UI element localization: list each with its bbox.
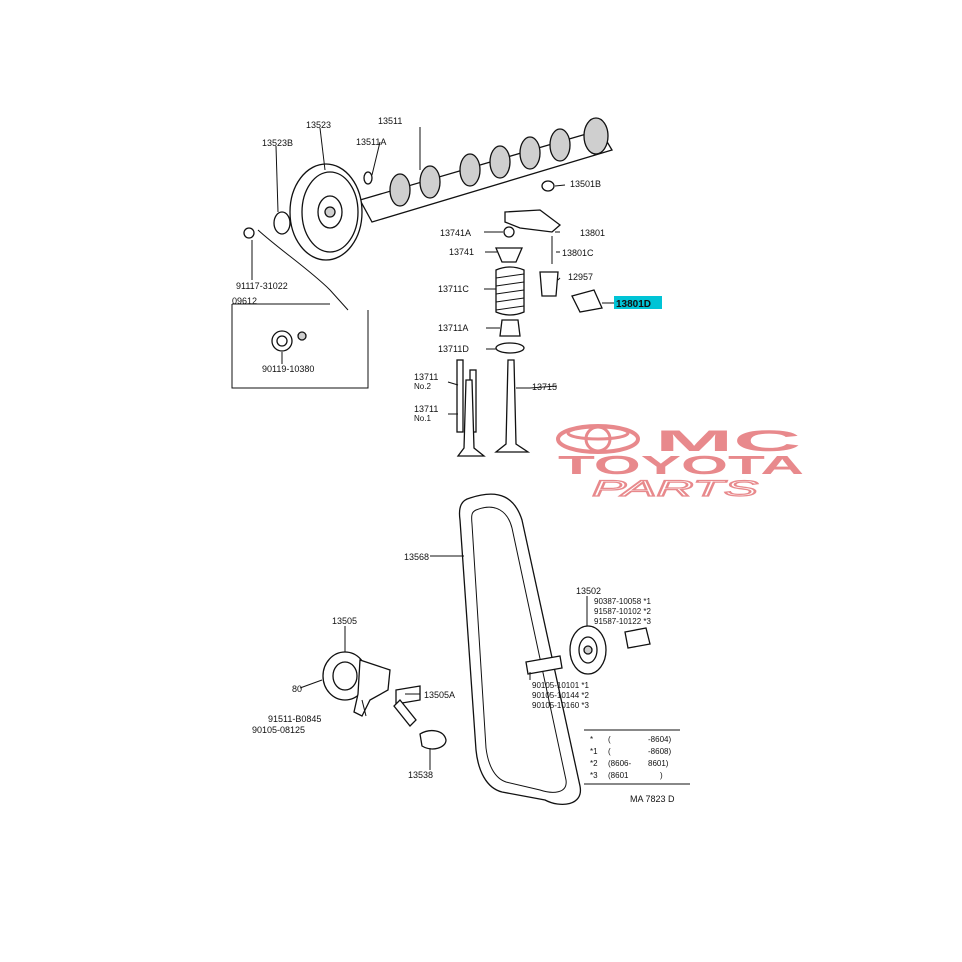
label-13711c: 13711C bbox=[438, 284, 469, 294]
label-13511a: 13511A bbox=[356, 137, 386, 147]
note-row-1-val: -8608) bbox=[648, 747, 671, 756]
watermark-parts: PARTS bbox=[592, 476, 759, 501]
note-table-frame bbox=[584, 729, 690, 785]
label-13711d: 13711D bbox=[438, 344, 469, 354]
rocker-arm bbox=[504, 209, 562, 233]
intake-valve bbox=[456, 379, 486, 457]
spring-seat bbox=[495, 342, 525, 354]
exhaust-valve bbox=[494, 359, 531, 453]
note-row-0-open: ( bbox=[608, 735, 611, 744]
washer-part bbox=[273, 211, 291, 235]
label-90119: 90119-10380 bbox=[262, 364, 314, 374]
label-13523: 13523 bbox=[306, 120, 331, 130]
highlight-13801d bbox=[614, 296, 662, 309]
valve-spring bbox=[495, 266, 525, 316]
label-90105-10144: 90105-10144 *2 bbox=[532, 691, 589, 700]
tensioner-pulley bbox=[525, 625, 651, 675]
label-13711a: 13711A bbox=[438, 323, 468, 333]
label-13711-no2-sub: No.2 bbox=[414, 382, 431, 391]
note-row-2-val: 8601) bbox=[648, 759, 669, 768]
label-91587-10122: 91587-10122 *3 bbox=[594, 617, 651, 626]
note-row-0-val: -8604) bbox=[648, 735, 671, 744]
idler-pulley bbox=[322, 651, 391, 717]
label-13523b: 13523B bbox=[262, 138, 293, 148]
label-13801: 13801 bbox=[580, 228, 605, 238]
label-13511: 13511 bbox=[378, 116, 402, 126]
label-91511: 91511-B0845 bbox=[268, 714, 321, 724]
watermark-toyota: TOYOTA bbox=[558, 450, 805, 480]
label-90387: 90387-10058 *1 bbox=[594, 597, 651, 606]
label-13741a: 13741A bbox=[440, 228, 471, 238]
label-90105-10160: 90105-10160 *3 bbox=[532, 701, 589, 710]
timing-belt bbox=[458, 493, 581, 806]
label-80: 80 bbox=[292, 684, 302, 694]
label-13741: 13741 bbox=[449, 247, 474, 257]
note-row-0-key: * bbox=[590, 735, 593, 744]
note-row-1-key: *1 bbox=[590, 747, 598, 756]
note-row-3-val: ) bbox=[660, 771, 663, 780]
cam-sprocket bbox=[289, 163, 363, 261]
note-row-2-key: *2 bbox=[590, 759, 598, 768]
toyota-emblem-icon bbox=[556, 424, 640, 454]
note-row-2-open: (8606- bbox=[608, 759, 631, 768]
inset-box bbox=[231, 303, 369, 389]
label-13505: 13505 bbox=[332, 616, 357, 626]
pivot-part bbox=[539, 271, 559, 297]
note-table: * ( -8604) *1 ( -8608) *2 (8606- 8601) *… bbox=[590, 735, 671, 780]
label-12957: 12957 bbox=[568, 272, 593, 282]
watermark-logo: MC TOYOTA PARTS bbox=[556, 424, 805, 502]
valve-seal bbox=[499, 319, 521, 337]
label-13505a: 13505A bbox=[424, 690, 455, 700]
note-row-1-open: ( bbox=[608, 747, 611, 756]
tension-bolt bbox=[393, 699, 447, 750]
watermark-mc: MC bbox=[655, 425, 801, 458]
label-91117: 91117-31022 bbox=[236, 281, 288, 291]
label-09612: 09612 bbox=[232, 296, 257, 306]
label-13801d: 13801D bbox=[616, 299, 651, 310]
label-13801c: 13801C bbox=[562, 248, 594, 258]
cam-bearing-part bbox=[541, 180, 555, 192]
label-13538: 13538 bbox=[408, 770, 433, 780]
label-13502: 13502 bbox=[576, 586, 601, 596]
rocker-part-d bbox=[571, 289, 603, 313]
tension-spring bbox=[395, 685, 421, 705]
camshaft bbox=[359, 117, 613, 223]
label-13711-no1: 13711 bbox=[414, 404, 438, 414]
label-13568: 13568 bbox=[404, 552, 429, 562]
diagram-code: MA 7823 D bbox=[630, 794, 675, 804]
label-13711-no1-sub: No.1 bbox=[414, 414, 431, 423]
part-labels: 13523 13511 13523B 13511A 13501B 13741A … bbox=[232, 116, 662, 780]
label-13715: 13715 bbox=[532, 382, 557, 392]
note-row-3-key: *3 bbox=[590, 771, 598, 780]
label-90105-08125: 90105-08125 bbox=[252, 725, 305, 735]
label-13711-no2: 13711 bbox=[414, 372, 438, 382]
label-13501b: 13501B bbox=[570, 179, 601, 189]
retainer bbox=[495, 247, 523, 263]
label-91587-10102: 91587-10102 *2 bbox=[594, 607, 651, 616]
label-90105-10101: 90105-10101 *1 bbox=[532, 681, 589, 690]
cam-key bbox=[363, 171, 373, 185]
bolt-part bbox=[243, 227, 255, 239]
adjuster-cap bbox=[503, 226, 515, 238]
note-row-3-open: (8601 bbox=[608, 771, 629, 780]
timing-cover-edge bbox=[257, 229, 349, 311]
